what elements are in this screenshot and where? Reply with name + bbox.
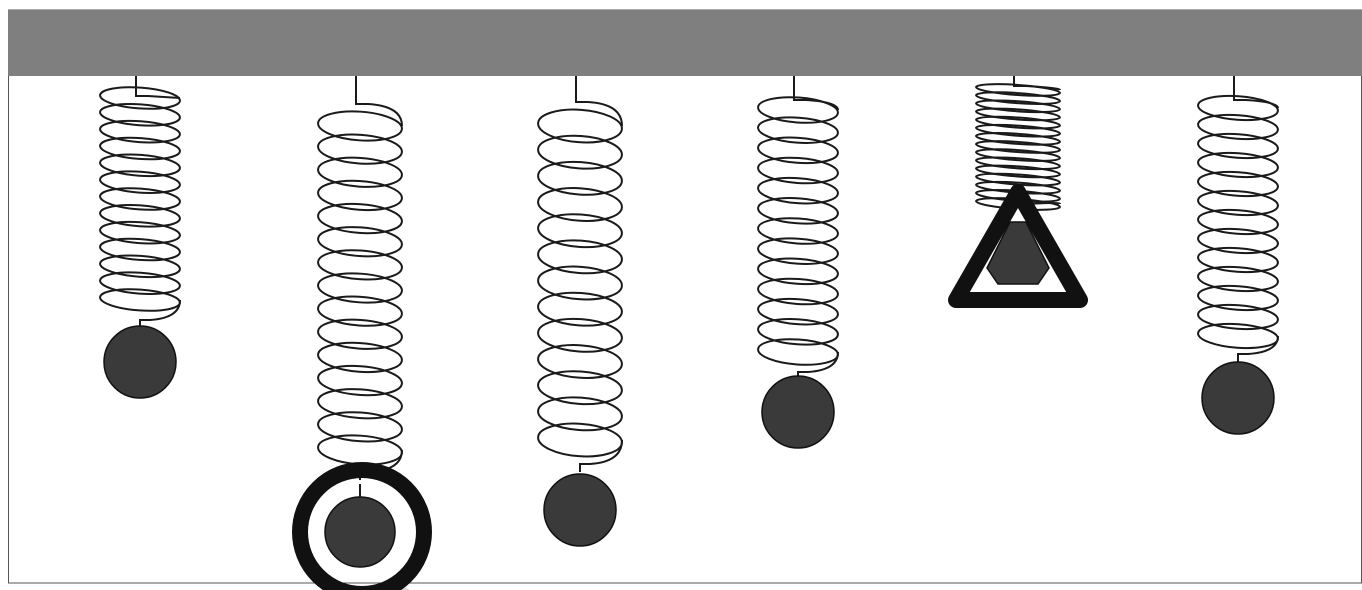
- spring-1-coil: [99, 103, 181, 127]
- spring-4-coil: [757, 277, 839, 306]
- spring-3-coil: [537, 265, 623, 301]
- spring-6-coil: [1197, 132, 1279, 160]
- spring-1-coil: [99, 271, 181, 295]
- spring-6-coil: [1197, 303, 1279, 331]
- spring-1-coil: [99, 204, 181, 228]
- spring-5-coil: [975, 148, 1061, 162]
- spring-3-coil: [537, 239, 623, 275]
- spring-4-coil: [757, 297, 839, 326]
- spring-3-coil: [537, 291, 623, 327]
- spring-2-stem-top: [355, 76, 403, 127]
- spring-2-coil: [317, 295, 403, 327]
- spring-5-stem-top: [1013, 76, 1061, 91]
- spring-2-coil: [317, 179, 403, 212]
- spring-3-stem-top: [575, 76, 623, 127]
- spring-6-coil: [1197, 94, 1279, 122]
- spring-5-coil: [975, 140, 1061, 154]
- spring-1-coil: [99, 254, 181, 279]
- spring-1-stem-bottom: [139, 299, 181, 328]
- spring-4-coil: [757, 217, 839, 245]
- spring-4-mass: [761, 375, 835, 449]
- spring-4-stem-bottom: [797, 351, 839, 380]
- spring-2-coil: [317, 110, 403, 142]
- spring-2-coil: [317, 272, 403, 304]
- spring-2-mass: [324, 496, 396, 568]
- spring-2-coil: [317, 156, 403, 188]
- spring-4-coil: [757, 136, 839, 165]
- spring-1-coil: [99, 86, 181, 110]
- spring-4-coil: [757, 257, 839, 286]
- spring-3-stem-bottom: [579, 439, 623, 472]
- spring-4-coil: [757, 156, 839, 185]
- spring-1-coil: [99, 187, 181, 211]
- spring-5-coil: [975, 132, 1061, 146]
- spring-6-coil: [1197, 189, 1279, 217]
- spring-6-coil: [1197, 113, 1279, 141]
- spring-6-coil: [1197, 246, 1279, 274]
- spring-4-coil: [757, 116, 839, 144]
- spring-6-coil: [1197, 208, 1279, 236]
- spring-4-coil: [757, 338, 839, 366]
- spring-2-coil: [317, 364, 403, 397]
- spring-2-coil: [317, 202, 403, 235]
- spring-3-mass: [543, 473, 617, 547]
- spring-3-coil: [537, 317, 623, 353]
- spring-6-coil: [1197, 322, 1279, 350]
- spring-2-coil: [317, 249, 403, 281]
- spring-4-coil: [757, 237, 839, 265]
- spring-1-coil: [99, 237, 181, 262]
- spring-5-coil: [975, 123, 1061, 138]
- spring-1-coil: [99, 288, 181, 312]
- spring-1-coil: [99, 136, 181, 161]
- spring-2-coil: [317, 318, 403, 350]
- spring-2-coil: [317, 133, 403, 165]
- spring-5-coil: [975, 115, 1061, 130]
- spring-6-coil: [1197, 265, 1279, 293]
- diagram-frame: [8, 9, 1362, 584]
- spring-2-coil: [317, 226, 403, 258]
- spring-6-stem-bottom: [1237, 335, 1279, 362]
- spring-3-coil: [537, 134, 623, 170]
- spring-3-coil: [537, 160, 623, 196]
- spring-1-coil: [99, 220, 181, 245]
- spring-6-mass: [1201, 361, 1275, 435]
- spring-4-coil: [757, 96, 839, 124]
- spring-5-coil: [975, 99, 1061, 114]
- spring-3-coil: [537, 370, 623, 406]
- spring-3-coil: [537, 187, 623, 222]
- spring-5-coil: [975, 164, 1061, 179]
- spring-4-coil: [757, 176, 839, 205]
- spring-5-coil: [975, 83, 1061, 97]
- spring-2-highlight-ring: [292, 462, 432, 590]
- spring-1-mass: [103, 325, 177, 399]
- spring-2-coil: [317, 341, 403, 374]
- spring-5-coil: [975, 156, 1061, 171]
- spring-1-coil: [99, 119, 181, 144]
- spring-5-coil: [975, 107, 1061, 122]
- spring-1-coil: [99, 170, 181, 194]
- spring-3-coil: [537, 108, 623, 144]
- spring-3-coil: [537, 396, 623, 432]
- spring-6-coil: [1197, 284, 1279, 312]
- spring-5-mass: [986, 221, 1050, 285]
- spring-2-coil: [317, 388, 403, 420]
- spring-1-coil: [99, 153, 181, 178]
- ceiling-bar: [8, 10, 1362, 76]
- spring-6-coil: [1197, 227, 1279, 255]
- spring-6-coil: [1197, 170, 1279, 198]
- spring-6-coil: [1197, 151, 1279, 179]
- spring-3-coil: [537, 344, 623, 379]
- spring-4-coil: [757, 197, 839, 225]
- spring-4-coil: [757, 318, 839, 346]
- spring-5-coil: [975, 91, 1061, 105]
- spring-2-coil: [317, 411, 403, 443]
- spring-3-coil: [537, 213, 623, 249]
